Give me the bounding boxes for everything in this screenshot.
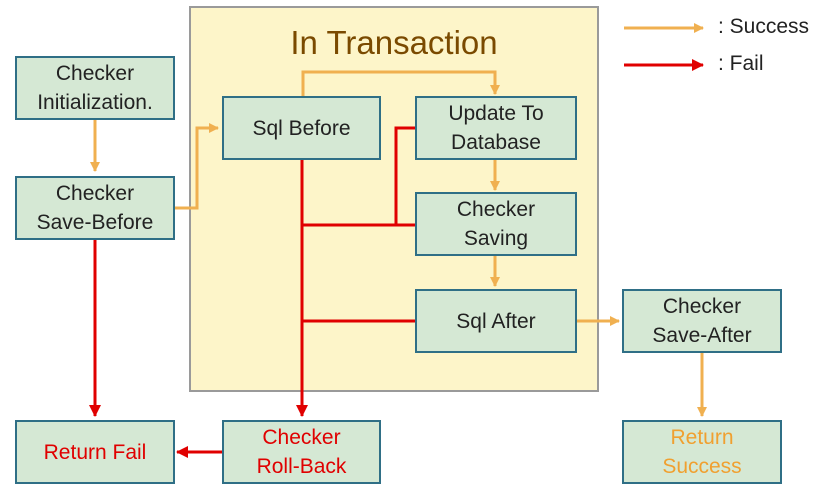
- node-checker-save-after: Checker Save-After: [622, 289, 782, 353]
- transaction-title: In Transaction: [290, 24, 498, 61]
- node-sql-before: Sql Before: [222, 96, 381, 160]
- node-checker-saving: Checker Saving: [415, 192, 577, 256]
- node-checker-initialization: Checker Initialization.: [15, 56, 175, 120]
- legend-success-label: : Success: [718, 15, 810, 38]
- legend-fail-label: : Fail: [718, 52, 764, 75]
- node-return-success: Return Success: [622, 420, 782, 484]
- edge-save-before-to-sql-before: [175, 123, 219, 210]
- edge-update-db-to-rollback: [302, 126, 415, 227]
- node-checker-save-before: Checker Save-Before: [15, 176, 175, 240]
- node-sql-after: Sql After: [415, 289, 577, 353]
- node-update-to-database: Update To Database: [415, 96, 577, 160]
- node-checker-rollback: Checker Roll-Back: [222, 420, 381, 484]
- node-return-fail: Return Fail: [15, 420, 175, 484]
- edge-sql-before-to-update-db: [301, 70, 500, 96]
